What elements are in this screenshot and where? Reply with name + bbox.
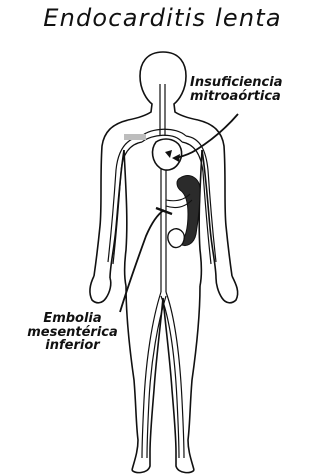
heart-shape [153, 139, 182, 170]
embolism-label-line-2: mesentérica [5, 326, 140, 340]
head-outline [128, 52, 198, 120]
shaded-vessel [124, 134, 146, 140]
left-arm-artery [108, 136, 142, 264]
left-hand-outline [90, 276, 111, 303]
valve-label-line-2: mitroaórtica [190, 90, 283, 104]
body-outline [90, 52, 238, 473]
valve-label-line-1: Insuficiencia [190, 76, 283, 90]
right-hand-outline [216, 276, 238, 303]
embolism-label-line-3: inferior [5, 339, 140, 353]
embolism-label: Embolia mesentérica inferior [5, 312, 140, 353]
left-leg-artery [142, 292, 166, 458]
valve-label: Insuficiencia mitroaórtica [190, 76, 283, 103]
right-leg-outline [188, 286, 200, 470]
carotid-artery [160, 84, 165, 136]
intestine-loop [168, 229, 184, 248]
embolism-label-line-1: Embolia [5, 312, 140, 326]
left-arm-outline [94, 120, 128, 278]
